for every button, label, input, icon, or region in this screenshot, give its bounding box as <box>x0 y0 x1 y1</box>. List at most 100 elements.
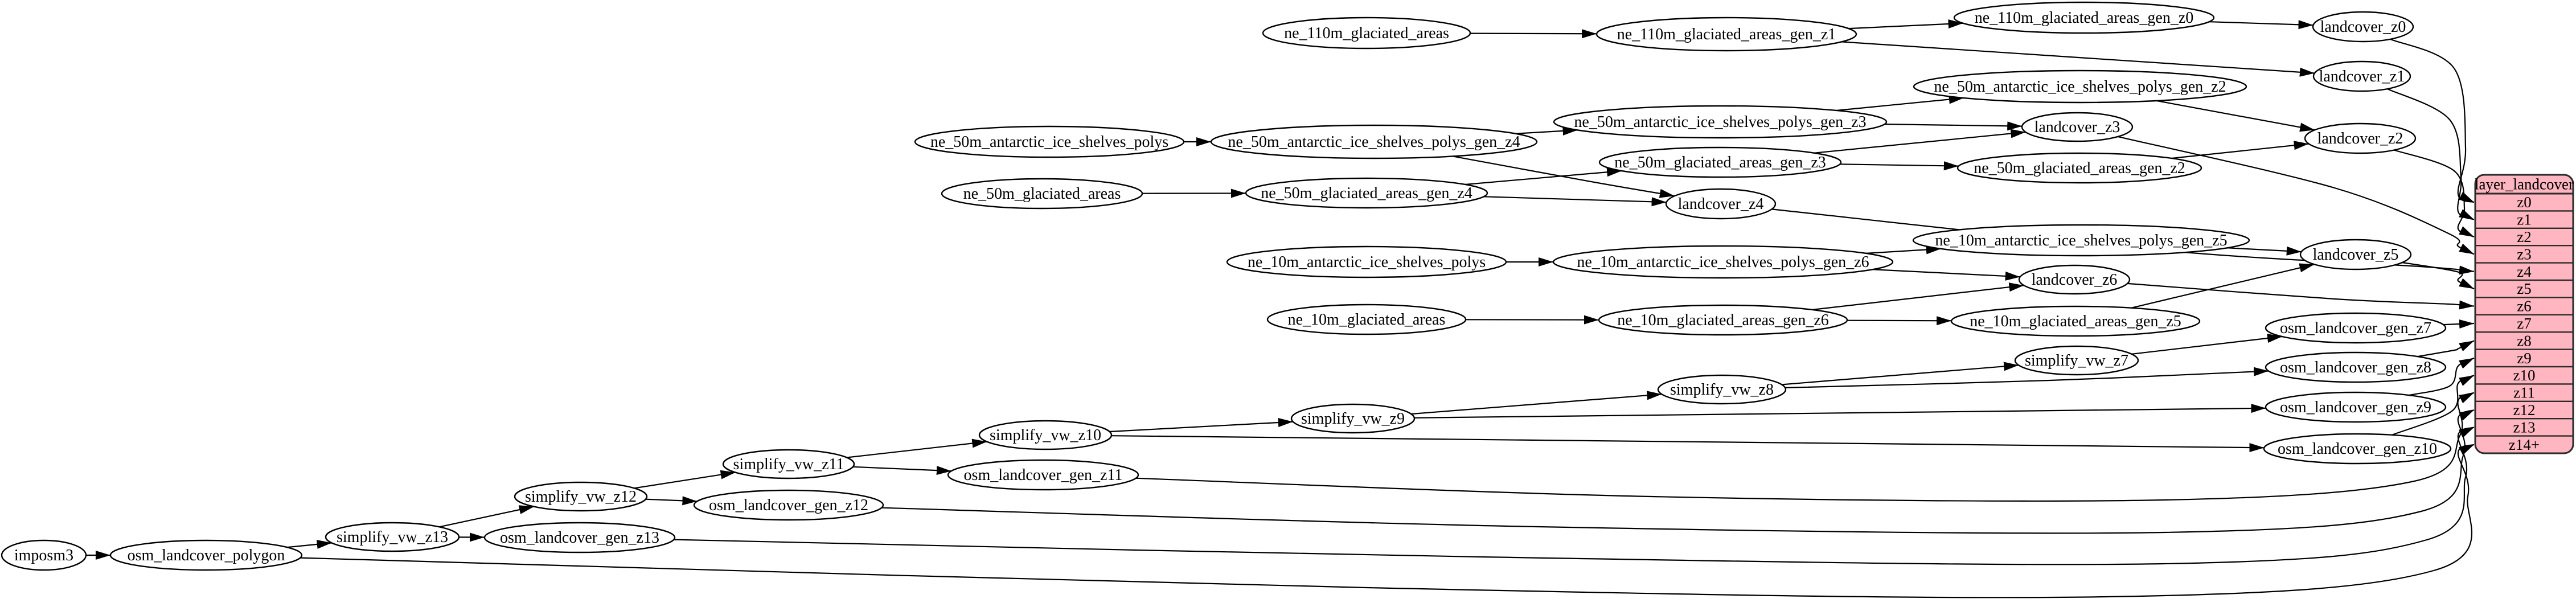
edge-osm-landcover-polygon-to-simplify-vw-z13 <box>286 539 332 549</box>
edge-ne-50m-antarctic-ice-shelves-polys-gen-z2-to-landcover-z2 <box>2156 100 2315 132</box>
node-label: simplify_vw_z9 <box>1301 410 1405 428</box>
edge-simplify-vw-z10-to-osm-landcover-gen-z10 <box>1111 435 2265 453</box>
node-label: ne_50m_antarctic_ice_shelves_polys_gen_z… <box>1228 133 1520 151</box>
edge-ne-50m-glaciated-areas-gen-z2-to-landcover-z2 <box>2171 141 2309 159</box>
node-label: simplify_vw_z8 <box>1670 381 1774 399</box>
edge-ne-10m-glaciated-areas-gen-z5-to-landcover-z5 <box>2131 263 2315 309</box>
edge-layer <box>86 19 2475 598</box>
node-osm-landcover-gen-z12: osm_landcover_gen_z12 <box>693 489 884 521</box>
node-landcover-z2: landcover_z2 <box>2304 122 2417 154</box>
edge-ne-50m-glaciated-areas-gen-z3-to-ne-50m-glaciated-areas-gen-z2 <box>1840 161 1959 171</box>
edge-simplify-vw-z11-to-simplify-vw-z10 <box>846 438 987 458</box>
edge-ne-50m-glaciated-areas-gen-z4-to-ne-50m-glaciated-areas-gen-z3 <box>1465 167 1622 186</box>
node-label: ne_10m_antarctic_ice_shelves_polys_gen_z… <box>1935 232 2227 249</box>
node-label: simplify_vw_z13 <box>337 528 448 546</box>
node-ne-50m-antarctic-ice-shelves-polys-gen-z4: ne_50m_antarctic_ice_shelves_polys_gen_z… <box>1210 124 1538 159</box>
node-label: simplify_vw_z7 <box>2025 352 2128 370</box>
edge-simplify-vw-z8-to-simplify-vw-z7 <box>1782 362 2019 386</box>
table-row-label: z12 <box>2513 401 2536 419</box>
node-ne-50m-glaciated-areas: ne_50m_glaciated_areas <box>941 178 1143 210</box>
edge-landcover-z3-to-row-z3 <box>2118 136 2475 255</box>
node-label: ne_50m_antarctic_ice_shelves_polys <box>930 133 1168 151</box>
edge-simplify-vw-z7-to-osm-landcover-gen-z7 <box>2131 334 2283 355</box>
edge-osm-landcover-polygon-to-row-z14plus <box>300 444 2475 598</box>
node-ne-10m-antarctic-ice-shelves-polys-gen-z6: ne_10m_antarctic_ice_shelves_polys_gen_z… <box>1552 245 1894 279</box>
node-landcover-z3: landcover_z3 <box>2021 112 2134 142</box>
node-landcover-z5: landcover_z5 <box>2299 239 2412 270</box>
table-row-label: z1 <box>2517 211 2531 228</box>
table-row-z4: z4 <box>2517 263 2532 280</box>
edge-simplify-vw-z9-to-simplify-vw-z8 <box>1411 391 1662 415</box>
table-row-label: z10 <box>2513 367 2536 384</box>
node-osm-landcover-polygon: osm_landcover_polygon <box>109 539 303 571</box>
node-label: ne_50m_glaciated_areas_gen_z4 <box>1261 184 1472 202</box>
node-label: ne_50m_glaciated_areas_gen_z2 <box>1974 159 2185 177</box>
edge-osm-landcover-gen-z12-to-row-z12 <box>881 409 2475 534</box>
edge-ne-110m-glaciated-areas-gen-z1-to-ne-110m-glaciated-areas-gen-z0 <box>1848 19 1963 30</box>
table-row-z9: z9 <box>2517 350 2531 367</box>
node-label: osm_landcover_gen_z13 <box>500 529 659 547</box>
node-label: osm_landcover_gen_z8 <box>2280 359 2431 376</box>
edge-osm-landcover-gen-z13-to-row-z13 <box>674 427 2475 565</box>
node-label: ne_50m_glaciated_areas <box>963 185 1121 203</box>
node-ne-50m-antarctic-ice-shelves-polys-gen-z2: ne_50m_antarctic_ice_shelves_polys_gen_z… <box>1913 69 2247 104</box>
layer-landcover-table: layer_landcoverz0z1z2z3z4z5z6z7z8z9z10z1… <box>2474 174 2574 454</box>
node-simplify-vw-z10: simplify_vw_z10 <box>978 420 1113 450</box>
node-label: ne_10m_antarctic_ice_shelves_polys_gen_z… <box>1577 253 1869 271</box>
node-osm-landcover-gen-z7: osm_landcover_gen_z7 <box>2265 312 2447 344</box>
node-ne-10m-antarctic-ice-shelves-polys-gen-z5: ne_10m_antarctic_ice_shelves_polys_gen_z… <box>1912 224 2250 257</box>
node-ne-10m-glaciated-areas: ne_10m_glaciated_areas <box>1266 304 1467 335</box>
edge-simplify-vw-z12-to-simplify-vw-z11 <box>634 470 736 489</box>
node-osm-landcover-gen-z9: osm_landcover_gen_z9 <box>2265 391 2447 423</box>
table-row-z2: z2 <box>2517 228 2531 245</box>
node-osm-landcover-gen-z10: osm_landcover_gen_z10 <box>2263 433 2452 465</box>
table-row-z12: z12 <box>2513 401 2536 419</box>
node-label: landcover_z1 <box>2319 68 2405 85</box>
edge-ne-110m-glaciated-areas-gen-z0-to-landcover-z0 <box>2209 20 2314 30</box>
table-row-label: z11 <box>2513 384 2535 401</box>
table-row-label: z14+ <box>2509 436 2540 453</box>
node-label: ne_10m_antarctic_ice_shelves_polys <box>1248 253 1486 271</box>
node-label: simplify_vw_z10 <box>990 427 1101 444</box>
node-simplify-vw-z11: simplify_vw_z11 <box>722 449 855 479</box>
node-label: ne_50m_antarctic_ice_shelves_polys_gen_z… <box>1574 113 1866 131</box>
table-row-label: z7 <box>2517 315 2531 332</box>
node-label: ne_50m_antarctic_ice_shelves_polys_gen_z… <box>1934 78 2226 96</box>
table-row-z6: z6 <box>2517 298 2531 315</box>
node-label: landcover_z0 <box>2320 18 2406 36</box>
node-label: osm_landcover_gen_z9 <box>2280 399 2431 416</box>
node-osm-landcover-gen-z8: osm_landcover_gen_z8 <box>2265 351 2447 383</box>
table-row-z7: z7 <box>2517 315 2531 332</box>
node-label: ne_110m_glaciated_areas_gen_z1 <box>1617 26 1836 43</box>
node-landcover-z6: landcover_z6 <box>2018 264 2131 295</box>
edge-ne-50m-glaciated-areas-gen-z3-to-landcover-z3 <box>1814 129 2026 154</box>
edge-simplify-vw-z12-to-osm-landcover-gen-z12 <box>645 496 698 506</box>
table-row-z13: z13 <box>2513 419 2536 436</box>
edge-ne-50m-glaciated-areas-gen-z4-to-landcover-z4 <box>1483 196 1667 207</box>
table-row-z14plus: z14+ <box>2509 436 2540 453</box>
node-label: simplify_vw_z12 <box>525 488 637 506</box>
node-label: osm_landcover_polygon <box>128 547 285 564</box>
node-ne-50m-glaciated-areas-gen-z3: ne_50m_glaciated_areas_gen_z3 <box>1598 146 1842 178</box>
node-label: osm_landcover_gen_z10 <box>2278 440 2437 458</box>
node-ne-10m-glaciated-areas-gen-z6: ne_10m_glaciated_areas_gen_z6 <box>1598 304 1848 336</box>
edge-simplify-vw-z13-to-simplify-vw-z12 <box>439 505 535 528</box>
edge-simplify-vw-z10-to-simplify-vw-z9 <box>1109 418 1293 433</box>
edge-osm-landcover-gen-z7-to-row-z7 <box>2443 319 2475 329</box>
table-row-z8: z8 <box>2517 332 2531 349</box>
table-row-z3: z3 <box>2517 245 2531 263</box>
edge-ne-50m-antarctic-ice-shelves-polys-gen-z3-to-ne-50m-antarctic-ice-shelves-polys-gen-z2 <box>1836 95 1964 112</box>
node-label: ne_110m_glaciated_areas_gen_z0 <box>1975 9 2194 27</box>
node-label: landcover_z6 <box>2032 271 2118 289</box>
node-label: imposm3 <box>14 547 73 564</box>
node-label: osm_landcover_gen_z12 <box>709 497 868 514</box>
edge-ne-50m-antarctic-ice-shelves-polys-gen-z4-to-landcover-z4 <box>1453 155 1675 198</box>
node-label: ne_110m_glaciated_areas <box>1284 24 1449 42</box>
node-ne-10m-glaciated-areas-gen-z5: ne_10m_glaciated_areas_gen_z5 <box>1950 305 2201 337</box>
node-label: landcover_z4 <box>1678 195 1764 213</box>
node-simplify-vw-z12: simplify_vw_z12 <box>514 481 648 512</box>
node-label: ne_10m_glaciated_areas_gen_z5 <box>1970 313 2181 330</box>
table-row-label: z4 <box>2517 263 2532 280</box>
node-ne-110m-glaciated-areas-gen-z0: ne_110m_glaciated_areas_gen_z0 <box>1953 1 2215 34</box>
